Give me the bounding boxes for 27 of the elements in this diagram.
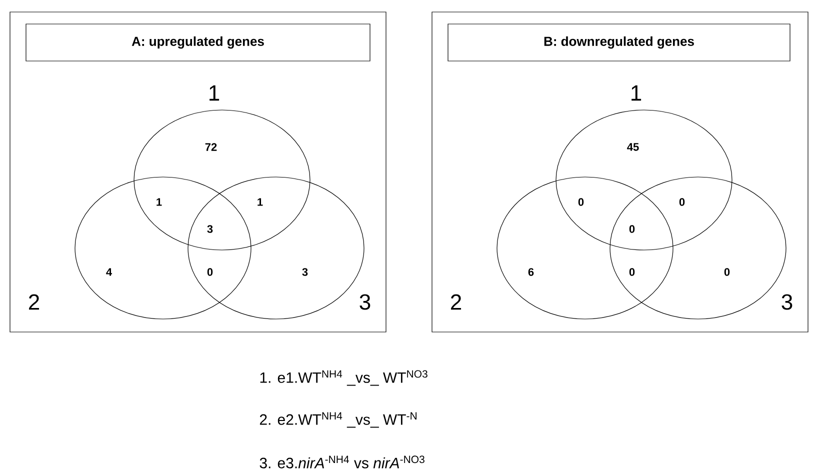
count-label: 0: [679, 198, 685, 206]
panel-box: [432, 12, 808, 332]
count-label: 1: [156, 198, 162, 206]
legend-item: 2. e2.WT$^{NH4}$ _vs_ WT$^{-N}$: [260, 412, 416, 428]
count-label: 1: [258, 198, 263, 206]
legend-item: 3. e3.nirA$^{-NH4}$ vs nirA$^{-NO3}$: [260, 456, 424, 468]
count-label: 6: [528, 268, 534, 276]
count-label: 0: [724, 268, 730, 276]
title-box: A: upregulated genes: [26, 24, 370, 62]
count-label: 0: [207, 268, 213, 276]
set-number: 2: [451, 294, 462, 310]
count-label: 45: [627, 143, 639, 151]
count-label: 0: [578, 198, 584, 206]
panel-box: [10, 12, 386, 332]
count-label: 0: [629, 268, 635, 276]
count-label: 0: [629, 225, 635, 233]
count-label: 72: [205, 143, 217, 151]
set-number: 2: [29, 294, 40, 310]
set-number: 3: [360, 294, 370, 310]
set-number: 1: [210, 85, 220, 101]
count-label: 3: [207, 225, 213, 233]
legend-item: 1. e1.WT$^{NH4}$ _vs_ WT$^{NO3}$: [260, 370, 428, 386]
count-label: 3: [302, 268, 308, 276]
set-number: 3: [782, 294, 792, 310]
title-box: B: downregulated genes: [448, 24, 790, 62]
set-number: 1: [632, 85, 642, 101]
count-label: 4: [106, 268, 112, 276]
